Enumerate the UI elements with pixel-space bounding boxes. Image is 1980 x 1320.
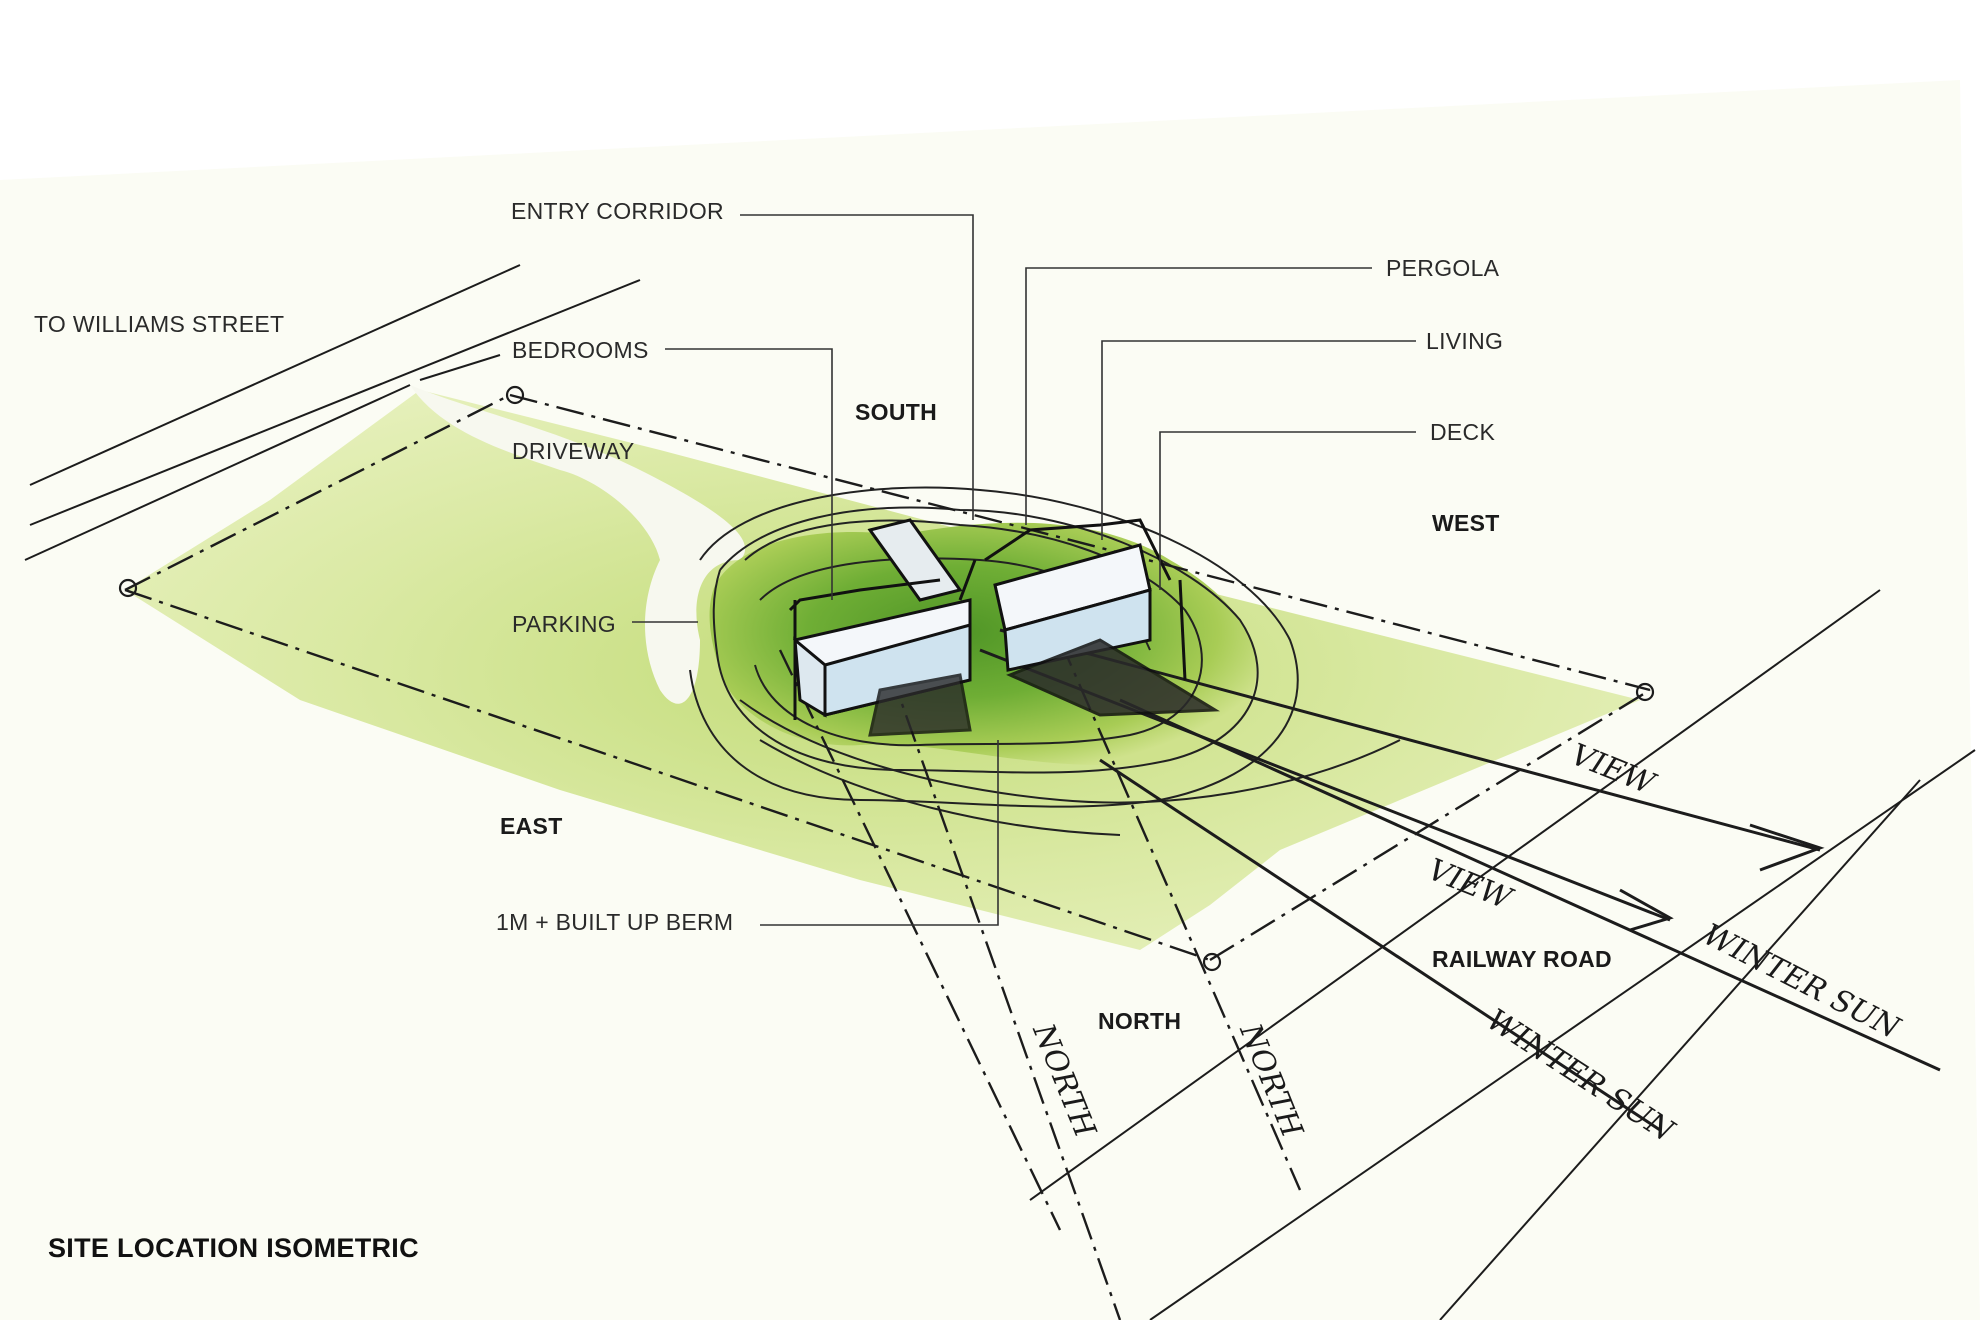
label-parking: PARKING (512, 611, 616, 637)
deck-volume (1006, 638, 1220, 717)
label-bedrooms: BEDROOMS (512, 337, 649, 363)
survey-pegs (118, 385, 1655, 972)
drawing-title: SITE LOCATION ISOMETRIC (48, 1233, 419, 1263)
label-pergola: PERGOLA (1386, 255, 1500, 281)
label-entry-corridor: ENTRY CORRIDOR (511, 198, 724, 224)
label-to-williams-street: TO WILLIAMS STREET (34, 311, 285, 337)
label-living: LIVING (1426, 328, 1504, 354)
label-driveway: DRIVEWAY (512, 438, 635, 464)
label-berm: 1M + BUILT UP BERM (496, 909, 734, 935)
property-boundary (124, 393, 1651, 1320)
house-model (788, 518, 1220, 737)
compass-south: SOUTH (855, 399, 937, 425)
railway-road (1029, 589, 1976, 1320)
compass-east: EAST (500, 813, 563, 839)
leader-lines (632, 214, 1416, 926)
compass-north: NORTH (1098, 1008, 1182, 1034)
label-deck: DECK (1430, 419, 1496, 445)
driveway-area (410, 385, 746, 704)
compass-west: WEST (1432, 510, 1500, 536)
label-railway-road: RAILWAY ROAD (1432, 946, 1612, 972)
williams-street-road (24, 264, 641, 561)
